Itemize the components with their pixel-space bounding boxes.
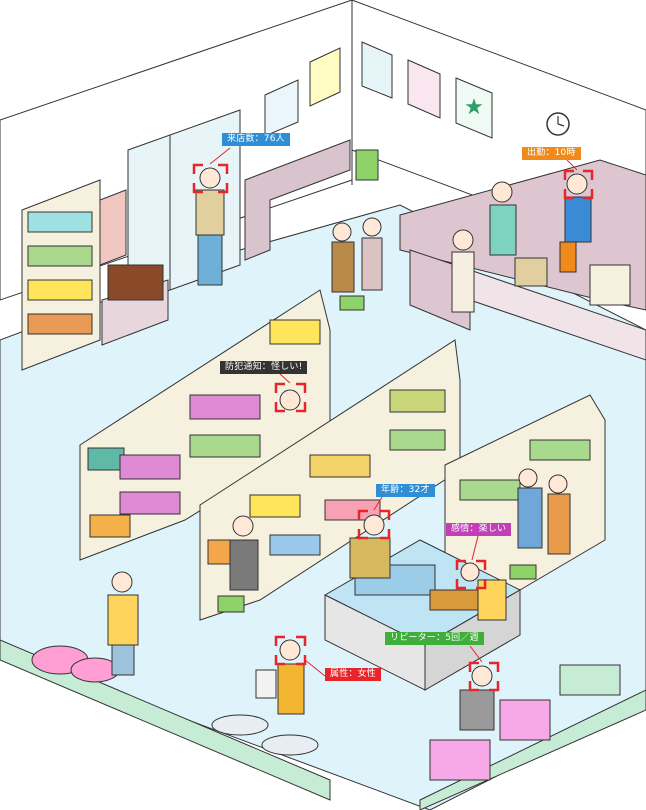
wine-display xyxy=(101,264,169,346)
wall-posters: ★ xyxy=(264,41,493,139)
clerk-running xyxy=(559,173,592,273)
crime-alert-tag: 防犯通知：怪しい! xyxy=(220,361,308,374)
woman-with-bag xyxy=(255,639,305,715)
elderly-couple xyxy=(331,217,383,311)
island-shelf-1 xyxy=(79,289,331,561)
face-detection-frames xyxy=(192,163,594,692)
clerk-counter xyxy=(489,181,517,256)
woman-in-dress xyxy=(217,515,259,613)
attendance-tag: 出勤：10時 xyxy=(522,147,581,160)
annotation-leaders xyxy=(209,147,578,677)
customer-entering xyxy=(195,167,225,286)
front-products-left xyxy=(31,645,319,756)
customer-front-left xyxy=(107,571,139,676)
wall-clock-icon xyxy=(546,112,570,136)
emotion-tag: 感情：楽しい xyxy=(446,523,512,536)
cashier-customer xyxy=(451,229,475,313)
man-picking-bottles xyxy=(459,665,495,731)
front-products-right xyxy=(429,664,621,781)
repeater-tag: リピーター：5回／週 xyxy=(385,632,484,645)
visitor-count-tag: 来店数：76人 xyxy=(222,133,290,146)
svg-text:★: ★ xyxy=(464,95,484,120)
window-bench xyxy=(244,139,351,261)
family-shoppers xyxy=(509,468,571,580)
age-tag: 年齢：32才 xyxy=(376,484,435,497)
island-shelf-2 xyxy=(199,339,461,621)
child-at-freezer xyxy=(460,562,507,621)
suspicious-person xyxy=(279,389,301,411)
man-at-freezer xyxy=(349,514,391,579)
attribute-tag: 属性：女性 xyxy=(325,668,382,681)
left-wall-shelf xyxy=(21,179,101,371)
